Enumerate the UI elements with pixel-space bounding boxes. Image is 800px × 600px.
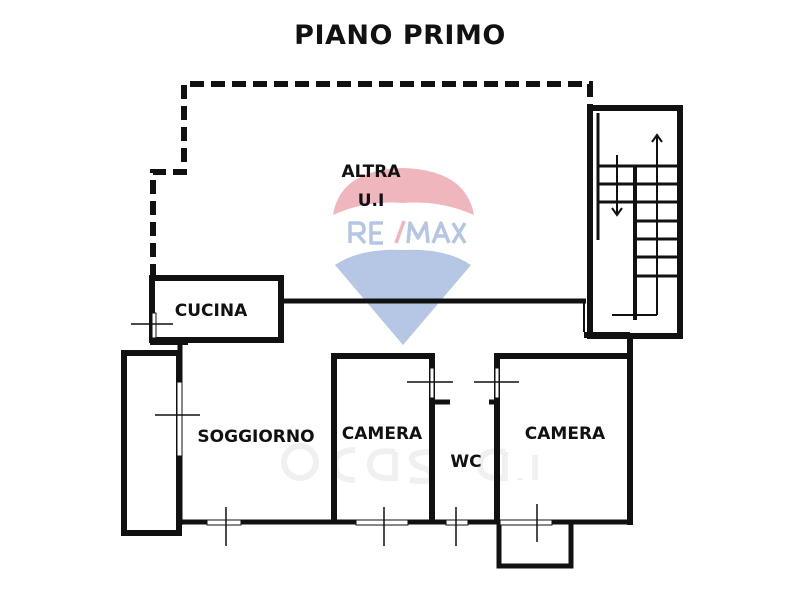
remax-lettering: [348, 220, 467, 245]
label-camera-1: CAMERA: [342, 424, 423, 444]
label-soggiorno: SOGGIORNO: [197, 427, 314, 447]
camera-1-walls: [331, 353, 435, 522]
stair-up-arrow-icon: [612, 133, 663, 316]
casa-watermark: [281, 443, 538, 484]
label-altra: ALTRA: [341, 162, 401, 182]
label-camera-2: CAMERA: [525, 424, 606, 444]
label-cucina: CUCINA: [175, 301, 248, 321]
balcony-small: [496, 519, 574, 569]
balcony-left: [121, 350, 182, 536]
openings: [131, 312, 553, 546]
plan-title: PIANO PRIMO: [294, 20, 506, 51]
label-wc: WC: [450, 452, 481, 472]
cucina-walls: [149, 275, 284, 343]
label-ui: U.I: [358, 191, 385, 211]
remax-watermark: [333, 168, 474, 345]
stair-treads: [598, 164, 680, 278]
camera-2-walls: [494, 353, 630, 522]
stair-down-arrow-icon: [611, 155, 623, 217]
walls: [121, 81, 683, 569]
